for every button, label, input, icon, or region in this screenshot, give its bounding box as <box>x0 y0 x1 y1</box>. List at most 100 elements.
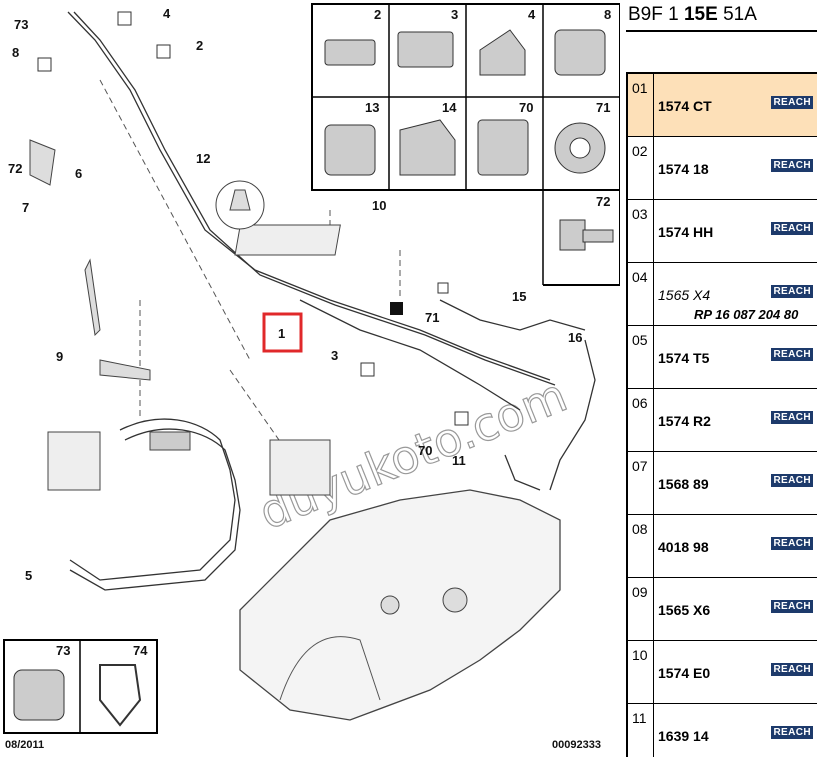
callout-72: 72 <box>8 161 22 176</box>
reach-badge[interactable]: REACH <box>771 663 813 676</box>
row-divider <box>653 74 654 136</box>
part-row[interactable]: 11 1639 14 REACH <box>626 704 817 757</box>
callout-10: 10 <box>372 198 386 213</box>
part-code: 4018 98 <box>658 539 709 555</box>
row-index: 08 <box>632 521 648 537</box>
reach-badge[interactable]: REACH <box>771 348 813 361</box>
header-part-c: 51A <box>717 4 757 25</box>
clip-13-icon <box>324 124 376 176</box>
reach-badge[interactable]: REACH <box>771 600 813 613</box>
row-index: 05 <box>632 332 648 348</box>
clip-8-icon <box>554 29 606 76</box>
part-code: 1639 14 <box>658 728 709 744</box>
clip-14-icon <box>399 119 456 176</box>
drawing-number: 00092333 <box>552 739 601 751</box>
inset-label-74: 74 <box>133 643 148 658</box>
row-index: 03 <box>632 206 648 222</box>
callout-5: 5 <box>25 568 32 583</box>
tank-strap <box>279 636 381 701</box>
reach-badge[interactable]: REACH <box>771 96 813 109</box>
inset-label-4: 4 <box>528 7 536 22</box>
grommet-icon <box>229 189 251 211</box>
inset-grid: 2 3 4 8 13 14 70 71 72 <box>311 3 620 286</box>
row-index: 06 <box>632 395 648 411</box>
highlighted-part-1[interactable] <box>262 312 303 353</box>
callout-3: 3 <box>331 348 338 363</box>
parts-diagram: duyukoto.com 73 4 2 8 <box>3 3 620 751</box>
fuel-pump-module <box>442 587 468 613</box>
callout-2: 2 <box>196 38 203 53</box>
reach-badge[interactable]: REACH <box>771 159 813 172</box>
clip-3-icon <box>397 31 454 68</box>
row-divider <box>653 578 654 640</box>
callout-12: 15 <box>512 289 526 304</box>
header-part-b: 15E <box>683 4 718 25</box>
part-code: 1568 89 <box>658 476 709 492</box>
row-index: 04 <box>632 269 648 285</box>
inset-label-8: 8 <box>604 7 611 22</box>
row-index: 07 <box>632 458 648 474</box>
clip-2-icon <box>324 39 376 66</box>
tank-sender <box>380 595 400 615</box>
reach-badge[interactable]: REACH <box>771 474 813 487</box>
fuel-heater <box>149 431 191 451</box>
part-row[interactable]: 08 4018 98 REACH <box>626 515 817 578</box>
row-index: 02 <box>632 143 648 159</box>
inset-label-2: 2 <box>374 7 381 22</box>
row-index: 11 <box>632 710 647 726</box>
callout-1: 1 <box>278 326 285 341</box>
callout-73: 73 <box>14 17 28 32</box>
row-divider <box>653 137 654 199</box>
bolt-72-shank-icon <box>582 229 614 243</box>
fuel-filter <box>47 431 101 491</box>
bracket-9 <box>99 359 151 381</box>
reach-badge[interactable]: REACH <box>771 285 813 298</box>
part-row[interactable]: 07 1568 89 REACH <box>626 452 817 515</box>
inset-label-73: 73 <box>56 643 70 658</box>
callout-7: 7 <box>22 200 29 215</box>
diagram-date: 08/2011 <box>5 739 44 751</box>
callout-labels: 73 4 2 8 72 7 6 12 10 9 15 71 16 3 70 11… <box>8 6 582 583</box>
part-code: 1574 HH <box>658 224 714 240</box>
callout-6: 6 <box>75 166 82 181</box>
part-row[interactable]: 02 1574 18 REACH <box>626 137 817 200</box>
part-code: 1565 X6 <box>658 602 711 618</box>
row-divider <box>653 326 654 388</box>
reach-badge[interactable]: REACH <box>771 411 813 424</box>
reach-badge[interactable]: REACH <box>771 222 813 235</box>
part-row[interactable]: 03 1574 HH REACH <box>626 200 817 263</box>
callout-9: 9 <box>56 349 63 364</box>
inset-label-70: 70 <box>519 100 533 115</box>
row-divider <box>653 641 654 703</box>
row-divider <box>653 452 654 514</box>
inset-label-14: 14 <box>442 100 457 115</box>
row-divider <box>653 389 654 451</box>
part-code: 1565 X4 <box>658 287 711 303</box>
injection-pump <box>269 439 331 496</box>
part-code: 1574 E0 <box>658 665 711 681</box>
bracket-7 <box>29 139 56 186</box>
clip-4-icon <box>479 29 526 76</box>
row-index: 01 <box>632 80 648 96</box>
callout-8: 8 <box>12 45 19 60</box>
callout-71: 71 <box>425 310 439 325</box>
bolt-72-head-icon <box>559 219 586 251</box>
row-divider <box>653 200 654 262</box>
diagram-svg: duyukoto.com 73 4 2 8 <box>3 3 620 751</box>
part-row[interactable]: 05 1574 T5 REACH <box>626 326 817 389</box>
part-code: 1574 18 <box>658 161 709 177</box>
reach-badge[interactable]: REACH <box>771 726 813 739</box>
part-code: 1574 R2 <box>658 413 711 429</box>
part-code: 1574 T5 <box>658 350 710 366</box>
clip-70-icon <box>477 119 529 176</box>
clip-73-icon <box>13 669 65 721</box>
part-row[interactable]: 06 1574 R2 REACH <box>626 389 817 452</box>
row-divider <box>653 515 654 577</box>
reach-badge[interactable]: REACH <box>771 537 813 550</box>
